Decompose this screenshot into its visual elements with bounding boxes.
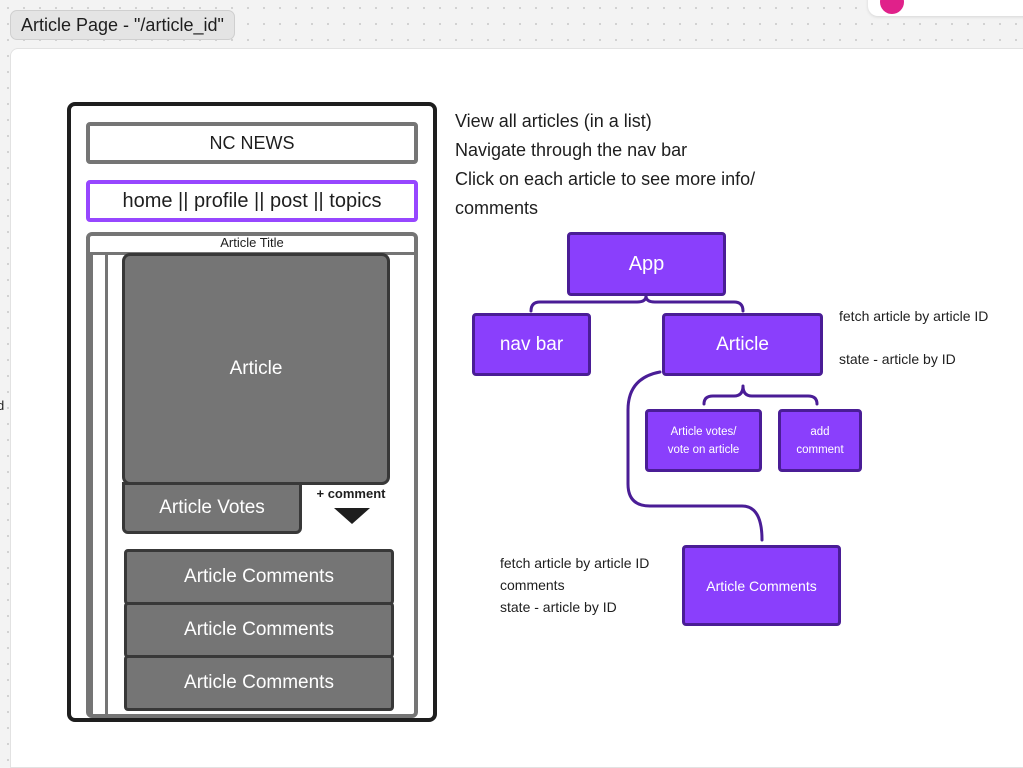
wireframe-comment[interactable]: Article Comments [124, 655, 394, 711]
wireframe-header[interactable]: NC NEWS [86, 122, 418, 164]
inner-rail [105, 252, 108, 716]
article-node[interactable]: Article [662, 313, 823, 376]
add-comment-label[interactable]: + comment [316, 486, 386, 501]
add-comment-node-line: comment [796, 443, 844, 456]
navbar-node[interactable]: nav bar [472, 313, 591, 376]
note-line: Navigate through the nav bar [455, 140, 688, 160]
clipped-text: d [0, 398, 5, 413]
requirements-notes: View all articles (in a list) Navigate t… [455, 107, 755, 223]
app-bracket [529, 294, 745, 313]
wireframe-article-title: Article Title [220, 235, 284, 250]
wireframe-nav[interactable]: home || profile || post || topics [86, 180, 418, 222]
votes-node[interactable]: Article votes/ vote on article [645, 409, 762, 472]
user-avatar-icon [880, 0, 904, 14]
article-to-comments-connector [626, 370, 764, 542]
wireframe-comment[interactable]: Article Comments [124, 602, 394, 658]
note-line: View all articles (in a list) [455, 111, 652, 131]
comments-note-line: comments [500, 577, 565, 593]
note-line: comments [455, 198, 539, 218]
left-rail [90, 252, 93, 716]
add-comment-node[interactable]: add comment [778, 409, 862, 472]
comments-node[interactable]: Article Comments [682, 545, 841, 626]
votes-node-line: vote on article [667, 443, 740, 456]
dropdown-triangle-icon[interactable] [334, 508, 370, 524]
add-comment-node-line: add [810, 425, 830, 438]
wireframe-votes[interactable]: Article Votes [122, 482, 302, 534]
article-bracket [702, 384, 819, 406]
comments-note-line: state - article by ID [500, 599, 617, 615]
article-state-note: state - article by ID [839, 351, 956, 367]
app-node[interactable]: App [567, 232, 726, 296]
user-pill[interactable] [868, 0, 1023, 16]
frame-label[interactable]: Article Page - "/article_id" [10, 10, 235, 40]
votes-node-line: Article votes/ [670, 425, 737, 438]
note-line: Click on each article to see more info/ [455, 169, 756, 189]
article-fetch-note: fetch article by article ID [839, 308, 989, 324]
comments-note-line: fetch article by article ID [500, 555, 650, 571]
comments-notes: fetch article by article ID comments sta… [500, 552, 649, 618]
